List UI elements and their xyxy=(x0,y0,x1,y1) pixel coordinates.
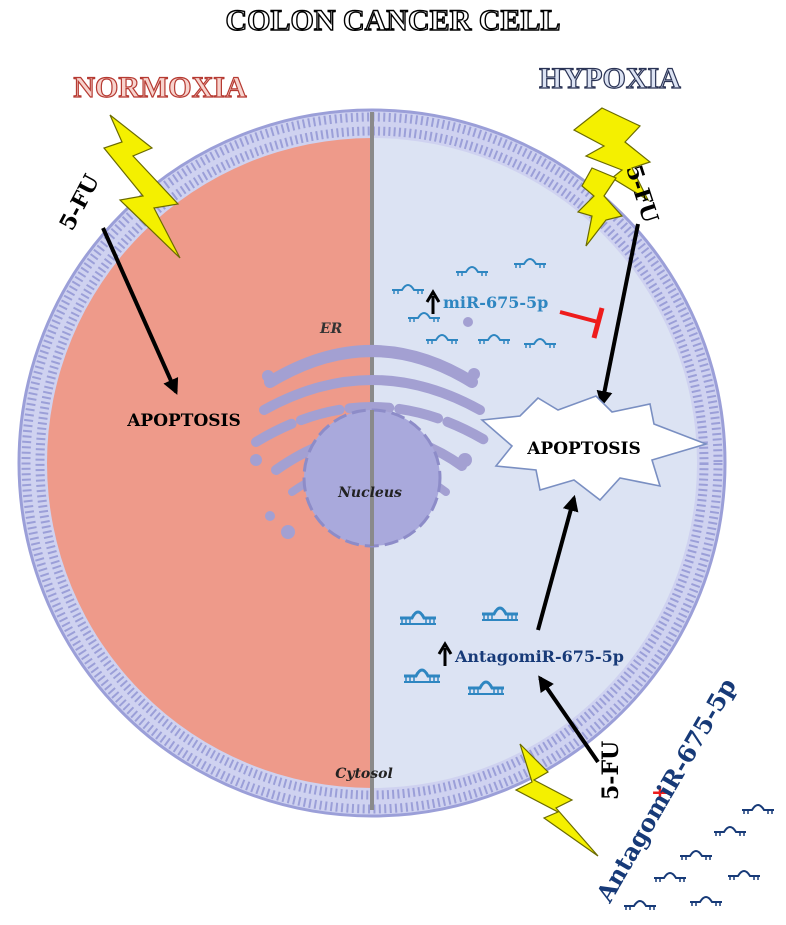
lightning-bolt-icon xyxy=(572,107,652,202)
apoptosis-hypoxia: APOPTOSIS xyxy=(526,439,641,459)
normoxia-label: NORMOXIA xyxy=(73,71,247,104)
lightning-bolt-icon xyxy=(102,114,181,259)
up-arrow-icon xyxy=(437,641,453,666)
up-arrow-icon xyxy=(425,289,441,314)
fu-label-normoxia: 5-FU xyxy=(54,170,105,235)
hypoxia-label: HYPOXIA xyxy=(539,62,681,95)
apoptosis-normoxia: APOPTOSIS xyxy=(126,411,241,431)
arrow-treatment-to-antagomir xyxy=(538,675,600,764)
t-bar-inhibition-icon xyxy=(559,307,605,339)
mirna-label: miR-675-5p xyxy=(443,293,548,312)
antagomir-inside-label: AntagomiR-675-5p xyxy=(454,647,624,666)
er-label: ER xyxy=(319,321,342,337)
nucleus-label: Nucleus xyxy=(337,485,402,501)
lightning-bolt-icon xyxy=(576,167,624,247)
fu-label-bottom: 5-FU xyxy=(598,741,624,800)
arrow-antagomir-to-apoptosis xyxy=(536,494,579,631)
arrow-hypoxia-top xyxy=(596,223,640,408)
lightning-bolt-icon xyxy=(514,743,599,857)
diagram-title: COLON CANCER CELL xyxy=(225,4,560,37)
cytosol-label: Cytosol xyxy=(335,766,393,782)
apoptosis-starburst xyxy=(480,395,709,502)
normoxia-cytosol xyxy=(47,138,372,788)
arrow-normoxia xyxy=(101,227,179,395)
plus-sign: + xyxy=(651,780,669,806)
